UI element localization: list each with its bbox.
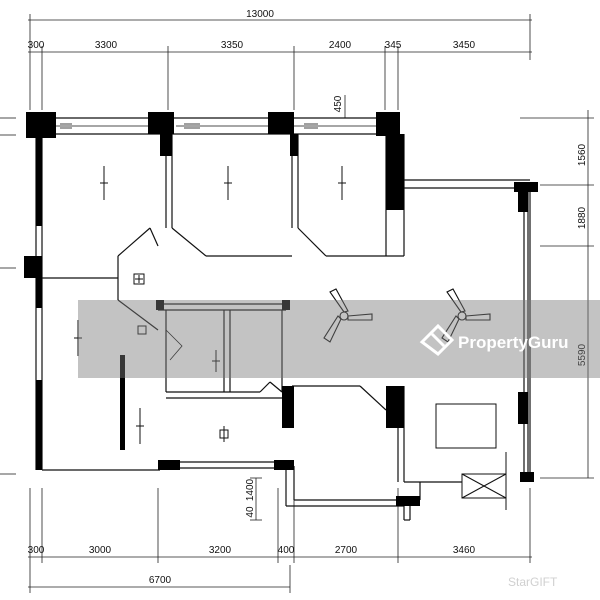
- ceiling-fan-icon: [323, 288, 373, 343]
- dim-top-6: 3450: [453, 40, 476, 51]
- dim-bottom-3: 3200: [209, 545, 232, 556]
- watermark-band: [78, 300, 600, 378]
- dim-top-4: 2400: [329, 40, 352, 51]
- door-swings: [165, 329, 283, 393]
- right-dimension-lines: [520, 110, 594, 479]
- bottom-dimension-lines: [28, 477, 532, 593]
- dim-right-1: 1560: [577, 143, 588, 166]
- structural-columns: [24, 112, 538, 506]
- dim-bottom-1: 300: [28, 545, 45, 556]
- ceiling-fan-icon-2: [441, 288, 491, 343]
- outlet-symbol: [133, 273, 229, 442]
- dim-bottom-4: 400: [278, 545, 295, 556]
- water-heater-symbol: [461, 452, 507, 510]
- dim-bottom-small-1: 40: [245, 506, 256, 518]
- left-dimension-ticks: [0, 117, 16, 475]
- dim-top-inner: 450: [333, 95, 344, 112]
- ac-unit-outline: [435, 403, 497, 449]
- dim-top-2: 3300: [95, 40, 118, 51]
- top-windows: [42, 123, 376, 129]
- dim-bottom-2: 3000: [89, 545, 112, 556]
- dim-top-total: 13000: [246, 9, 274, 20]
- dim-top-1: 300: [28, 40, 45, 51]
- dim-bottom-5: 2700: [335, 545, 358, 556]
- dim-bottom-small-2: 1400: [245, 478, 256, 501]
- dim-bottom-6: 3460: [453, 545, 476, 556]
- dim-top-3: 3350: [221, 40, 244, 51]
- ceiling-light-markers: [74, 166, 346, 444]
- watermark-corner: StarGIFT: [508, 575, 558, 589]
- watermark-logo-icon: [419, 323, 455, 356]
- dim-right-3: 5590: [577, 343, 588, 366]
- dim-bottom-total: 6700: [149, 575, 172, 586]
- watermark-brand: PropertyGuru: [458, 333, 569, 352]
- dim-top-5: 345: [385, 40, 402, 51]
- top-dimension-lines: [28, 14, 532, 118]
- dim-right-2: 1880: [577, 206, 588, 229]
